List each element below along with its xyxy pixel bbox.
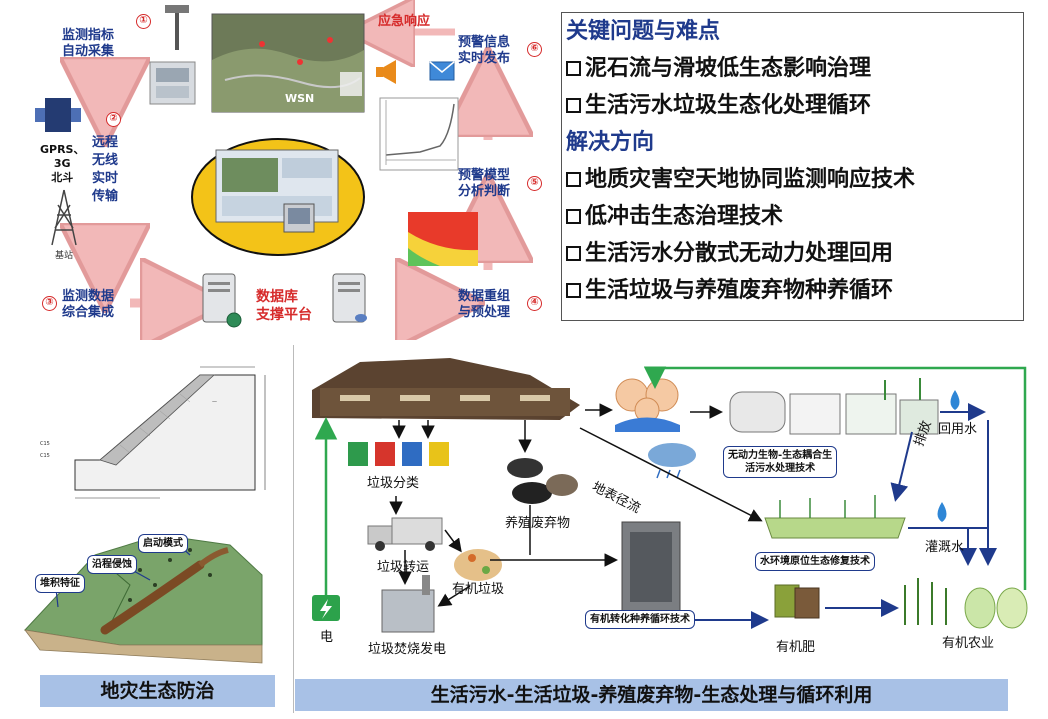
monitoring-graphics [35,0,555,340]
label-garbage-transfer: 垃圾转运 [377,560,430,575]
solution-item-4: 生活垃圾与养殖废弃物种养循环 [566,276,893,306]
label-sewage-tech: 无动力生物-生态耦合生 活污水处理技术 [723,446,838,478]
step-number-6: ⑥ [527,42,542,57]
solution-item-1: 地质灾害空天地协同监测响应技术 [566,165,915,195]
radio-tower [51,189,77,246]
label-reuse-water: 回用水 [938,422,978,437]
water-drop-icon [950,390,960,410]
key-heading-problems: 关键问题与难点 [566,19,721,44]
trash-bins [348,442,449,466]
sensor-pole [175,5,179,50]
family-icon [615,378,680,432]
vertical-divider [293,345,294,713]
step-number-1: ① [136,14,151,29]
debris-flow [100,560,205,635]
label-deposition: 堆积特征 [35,574,85,593]
checkbox-icon [566,209,581,224]
crops-icon [904,578,947,625]
svg-text:—: — [212,399,217,405]
solution-item-3: 生活污水分散式无动力处理回用 [566,239,893,269]
slope-section [74,374,256,491]
checkbox-icon [566,283,581,298]
database-label: 数据库 支撑平台 [256,289,312,323]
label-start-mode: 启动模式 [138,534,188,553]
problem-item-2: 生活污水垃圾生态化处理循环 [566,91,871,121]
comm-label: GPRS、 3G 北斗 [40,143,85,184]
checkbox-icon [566,98,581,113]
step-number-3: ③ [42,296,57,311]
step-label-4: 数据重组 与预处理 [458,289,511,320]
label-fertilizer: 有机肥 [776,640,816,655]
step-number-2: ② [106,112,121,127]
emergency-label: 应急响应 [378,14,431,29]
key-issues-box: 关键问题与难点 泥石流与滑坡低生态影响治理 生活污水垃圾生态化处理循环 解决方向… [561,12,1024,321]
wetland-icon [764,517,906,539]
base-station-label: 基站 [55,251,74,261]
svg-text:C15: C15 [40,441,50,447]
server-icon-right [332,273,366,323]
manure-icon [546,474,578,496]
treatment-tanks [729,378,939,435]
label-erosion: 沿程侵蚀 [87,555,137,574]
incinerator-icon [381,589,435,633]
step-number-5: ⑤ [527,176,542,191]
water-drop-icon-2 [937,502,947,522]
label-restoration-tech: 水环境原位生态修复技术 [755,552,875,571]
label-incineration: 垃圾焚烧发电 [368,642,447,657]
problem-item-1: 泥石流与滑坡低生态影响治理 [566,54,871,84]
organic-garbage-icon [454,549,502,581]
banner-right: 生活污水-生活垃圾-养殖废弃物-生态处理与循环利用 [295,679,1008,711]
pig-icon [507,458,543,478]
label-organic-tech: 有机转化种养循环技术 [585,610,695,629]
step-label-3: 监测数据 综合集成 [62,289,115,320]
step-label-5: 预警模型 分析判断 [458,168,511,199]
warning-curve-plot [379,97,459,171]
label-irrigation-water: 灌溉水 [925,540,965,555]
step-number-4: ④ [527,296,542,311]
checkbox-icon [566,246,581,261]
checkbox-icon [566,172,581,187]
cycle-panel: 垃圾分类 养殖废弃物 垃圾转运 有机垃圾 垃圾焚烧发电 电 地表径流 无动力生物… [300,350,1048,680]
sensor-head [165,5,189,13]
cycle-graphics [312,358,1028,633]
label-organic-garbage: 有机垃圾 [452,582,505,597]
monitoring-panel: ① 监测指标 自动采集 ② 远程 无线 实时 传输 GPRS、 3G 北斗 基站… [0,0,555,340]
label-agriculture: 有机农业 [942,636,995,651]
key-heading-solutions: 解决方向 [566,130,655,155]
speaker-icon [382,60,396,84]
step-label-6: 预警信息 实时发布 [458,35,511,66]
label-electricity: 电 [320,630,334,645]
wsn-label: WSN [285,92,315,105]
svg-text:C15: C15 [40,453,50,459]
step-label-1: 监测指标 自动采集 [62,28,115,59]
satellite-icon [45,98,71,132]
banner-left: 地灾生态防治 [40,675,275,707]
server-icon-left [202,273,236,323]
label-garbage-sort: 垃圾分类 [367,476,420,491]
step-label-2: 远程 无线 实时 传输 [92,135,119,204]
checkbox-icon [566,61,581,76]
garbage-truck-icon [391,517,443,545]
label-livestock-waste: 养殖废弃物 [505,516,571,531]
rain-cloud-icon [648,443,696,467]
solution-item-2: 低冲击生态治理技术 [566,202,783,232]
